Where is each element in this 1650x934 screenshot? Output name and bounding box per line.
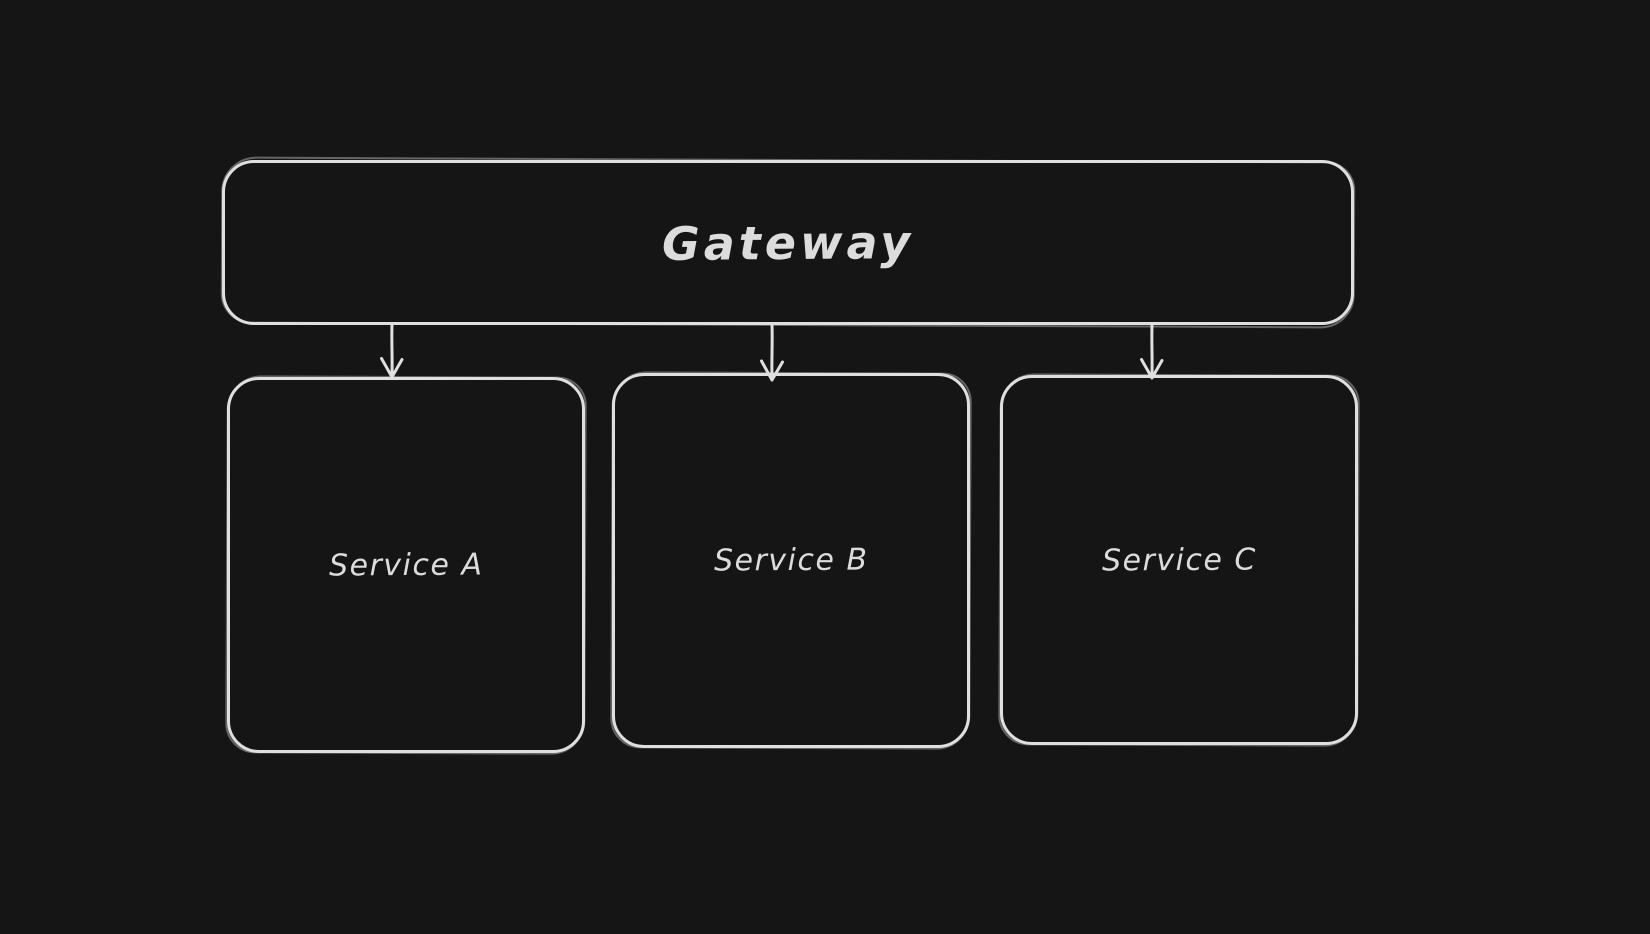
service-b-node[interactable]: Service B	[612, 373, 970, 748]
service-c-node-label: Service C	[1101, 541, 1257, 579]
service-a-node[interactable]: Service A	[227, 377, 585, 753]
service-a-node-label: Service A	[328, 546, 484, 584]
gateway-node-label: Gateway	[661, 214, 915, 271]
edge-gateway-to-service-a[interactable]	[370, 322, 414, 384]
gateway-node[interactable]: Gateway	[222, 160, 1354, 325]
service-c-node[interactable]: Service C	[1000, 375, 1358, 745]
service-b-node-label: Service B	[713, 542, 869, 579]
